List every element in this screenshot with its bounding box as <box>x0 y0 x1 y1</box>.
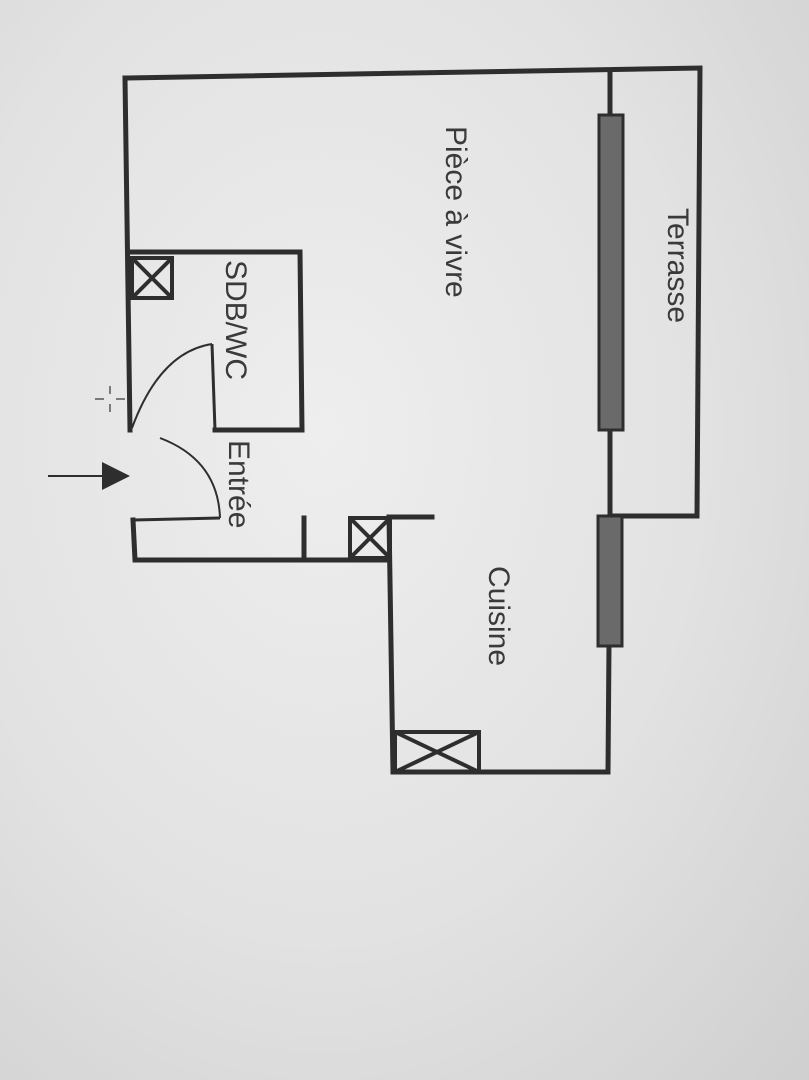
crosshair-icon <box>95 386 125 412</box>
arrow-right-icon <box>48 462 130 490</box>
crossed-box-icon <box>130 256 174 300</box>
window-living <box>597 113 625 432</box>
door-leaf-entry <box>133 516 221 522</box>
room-label-kitchen: Cuisine <box>482 566 515 666</box>
room-label-living: Pièce à vivre <box>439 126 472 298</box>
room-label-bathroom: SDB/WC <box>219 260 252 380</box>
outer-wall-top-left <box>122 65 703 519</box>
window-kitchen <box>596 514 624 648</box>
room-label-terrace: Terrasse <box>661 208 694 323</box>
crossed-box-icon <box>348 516 392 560</box>
crossed-box-icon <box>393 730 481 774</box>
door-leaf-bathroom <box>210 343 217 431</box>
door-arc-entry <box>159 437 221 519</box>
door-arc-bathroom <box>131 343 213 429</box>
inner-wall-bathroom <box>127 249 305 433</box>
room-label-entry: Entrée <box>222 440 255 528</box>
door-swings <box>131 343 221 522</box>
windows <box>596 113 625 648</box>
